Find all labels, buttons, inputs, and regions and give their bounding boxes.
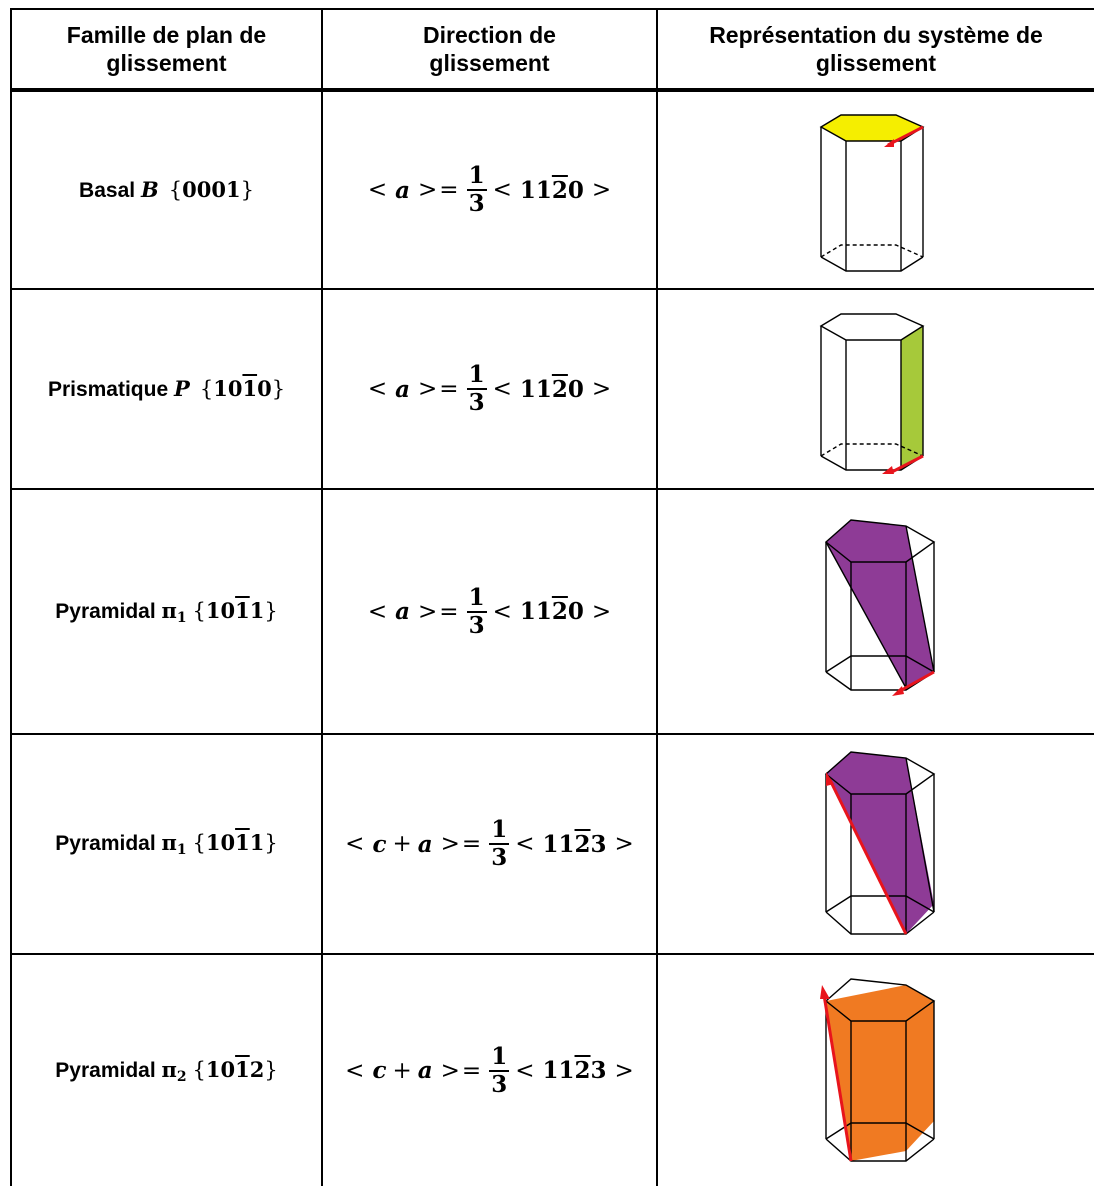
prismatic-plane [901,326,923,470]
family-label: Basal B {0001} [79,177,254,202]
miller-indices: 1011 [205,830,265,855]
family-cell-pyramidal-2: Pyramidal π2 {1012} [12,955,321,1186]
header-direction-line1: Direction de [423,22,556,48]
miller-indices: 1012 [205,1056,265,1082]
representation-cell-pyramidal-2 [658,955,1094,1186]
row-divider [10,288,1094,290]
header-bottom-border [10,88,1094,92]
header-direction-line2: glissement [429,50,550,76]
basal-plane [821,115,923,141]
family-cell-prismatic: Prismatique P {1010} [12,290,321,488]
plane-symbol: π [161,830,177,855]
family-cell-pyramidal-1a: Pyramidal π1 {1011} [12,490,321,733]
miller-indices: 0001 [182,177,241,202]
header-representation-line1: Représentation du système de [709,22,1043,48]
family-cell-basal: Basal B {0001} [12,92,321,288]
column-divider [321,8,323,1186]
family-label: Pyramidal π1 {1011} [55,830,278,858]
slip-direction-arrow [887,454,924,474]
header-representation-line2: glissement [815,50,937,76]
header-direction: Direction de glissement [323,10,656,88]
header-representation: Représentation du système de glissement [658,10,1094,88]
hexagonal-prism-pyramidal-2-icon [820,977,936,1162]
plane-symbol: B [140,177,159,202]
pyramidal-plane [826,984,934,1161]
representation-cell-pyramidal-1a [658,490,1094,733]
plane-symbol: P [174,376,190,401]
representation-cell-basal [658,92,1094,288]
row-divider [10,488,1094,490]
miller-indices: 1011 [205,597,265,623]
slip-direction-arrow [897,670,935,693]
slip-direction-arrow [828,779,908,935]
column-divider [656,8,658,1186]
table-top-border [10,8,1094,10]
hexagonal-prism-pyramidal-1-icon [824,518,936,696]
family-label: Pyramidal π2 {1012} [55,1056,278,1085]
row-divider [10,953,1094,955]
row-divider [10,733,1094,735]
family-label: Prismatique P {1010} [47,376,286,401]
hexagonal-prism-basal-icon [819,114,925,272]
header-family: Famille de plan de glissement [12,10,321,88]
representation-cell-prismatic [658,290,1094,488]
plane-symbol: π [161,597,177,623]
miller-indices: 1010 [213,376,272,401]
hexagonal-prism-pyramidal-1-ca-icon [824,751,936,935]
family-cell-pyramidal-1ca: Pyramidal π1 {1011} [12,735,321,953]
slip-direction-arrow [822,994,853,1161]
plane-symbol: π [161,1056,177,1082]
pyramidal-plane [826,752,934,934]
hexagonal-prism-prismatic-icon [819,313,925,474]
table-left-border [10,8,12,1186]
header-family-line2: glissement [106,50,227,76]
header-family-line1: Famille de plan de [66,22,267,48]
family-label: Pyramidal π1 {1011} [55,597,278,626]
representation-cell-pyramidal-1ca [658,735,1094,953]
